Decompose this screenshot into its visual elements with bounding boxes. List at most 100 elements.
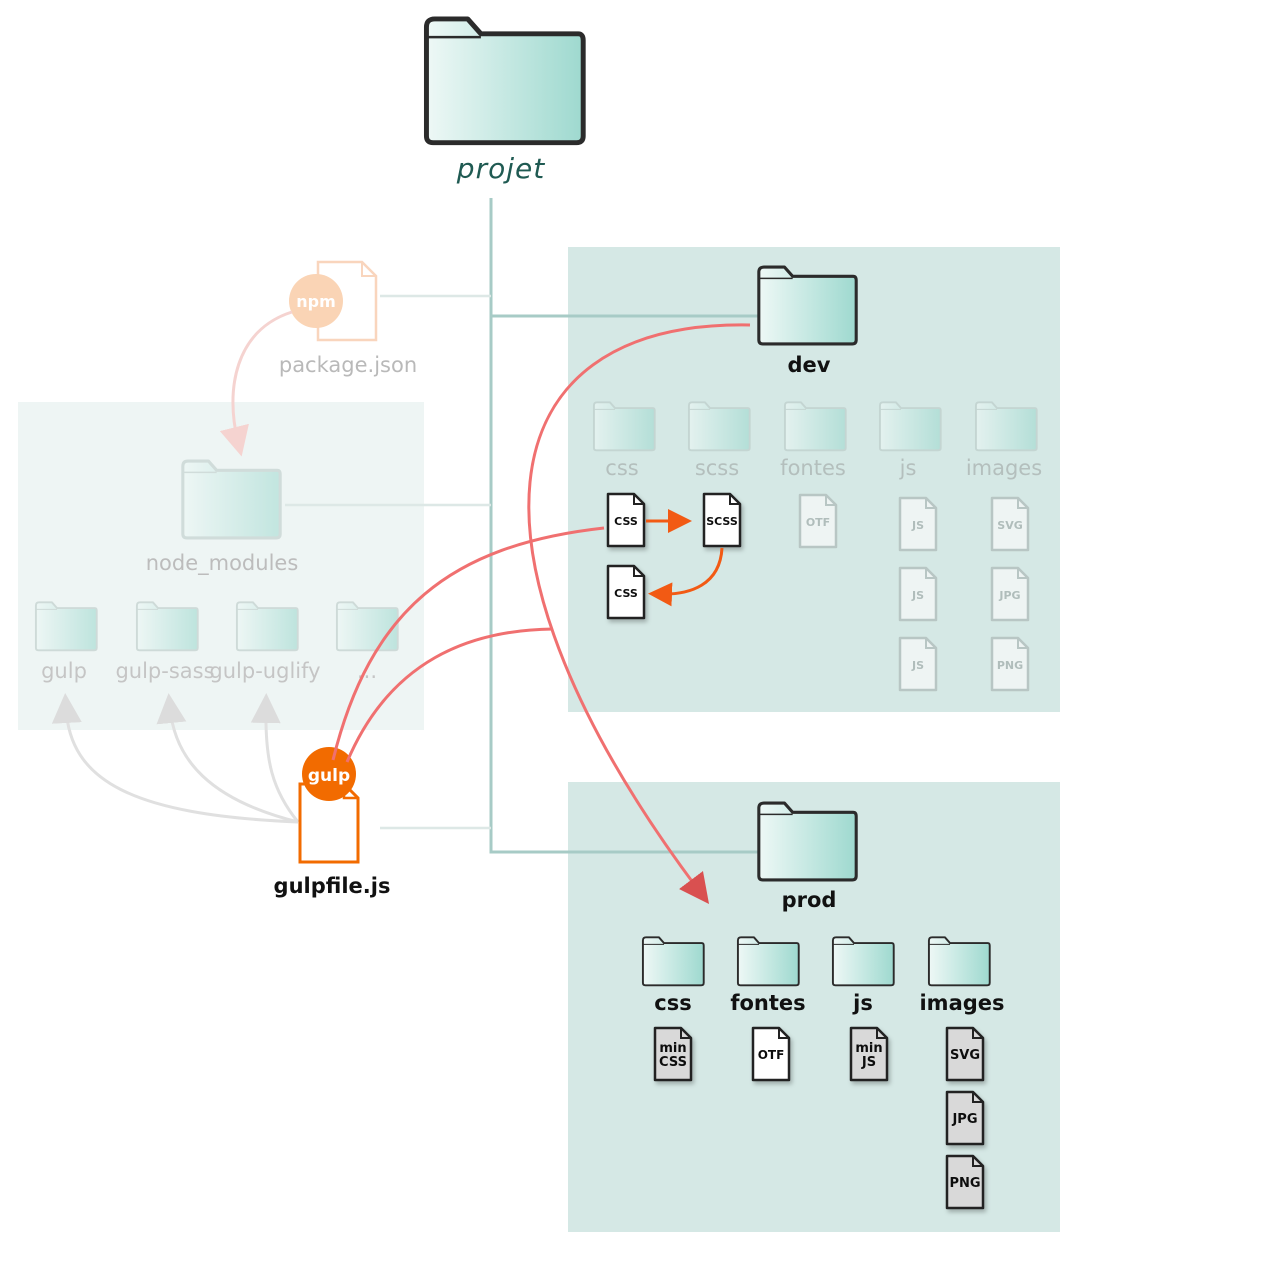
folder-icon [783, 401, 847, 452]
folder-icon [757, 801, 858, 882]
npm-badge-icon [289, 274, 343, 328]
gulp-badge-text: gulp [308, 766, 350, 786]
file-type-label: JS [911, 659, 924, 672]
node-module-label: gulp [41, 659, 87, 683]
folder-icon [974, 401, 1038, 452]
dev-image-file[interactable]: JPG [990, 566, 1030, 622]
file-type-label: CSS [614, 515, 638, 528]
node-module-folder-1[interactable] [135, 601, 199, 652]
scss-compile-arrows [646, 509, 724, 607]
npm-install-arrow [219, 310, 293, 457]
file-type-label: OTF [758, 1048, 785, 1062]
folder-icon [135, 601, 199, 652]
dev-to-prod-arrow [527, 323, 751, 904]
node-modules-folder[interactable] [181, 459, 282, 540]
file-type-label: SVG [950, 1048, 980, 1063]
root-label: projet [456, 152, 545, 185]
file-type-label: PNG [997, 659, 1023, 672]
npm-badge-text: npm [296, 292, 336, 311]
dev-subfolder-label: js [899, 456, 917, 480]
prod-folder[interactable] [757, 801, 858, 882]
dev-label: dev [788, 353, 831, 377]
dev-subfolder-label: images [966, 456, 1042, 480]
file-type-label: JPG [951, 1112, 977, 1127]
prod-subfolder-label: css [654, 991, 691, 1015]
prod-subfolder-fontes[interactable] [736, 936, 800, 987]
prod-label: prod [782, 888, 837, 912]
prod-subfolder-label: js [852, 991, 873, 1015]
dev-css-file[interactable]: CSS [606, 492, 646, 548]
file-type-label: CSS [614, 587, 638, 600]
gulpfile-to-dev-js-arrow [345, 627, 554, 763]
folder-icon [235, 601, 299, 652]
folder-icon [831, 936, 895, 987]
prod-subfolder-images[interactable] [927, 936, 991, 987]
node-module-label: gulp-uglify [209, 659, 320, 683]
gulp-badge-icon [302, 747, 356, 801]
dev-scss-file[interactable]: SCSS [702, 492, 742, 548]
require-arrows [51, 693, 300, 824]
file-type-label: JS [911, 589, 924, 602]
package-json-file[interactable]: npm [289, 260, 378, 342]
file-type-label: OTF [806, 516, 830, 529]
prod-image-file[interactable]: SVG [945, 1026, 985, 1082]
dev-css-output-file[interactable]: CSS [606, 564, 646, 620]
dev-js-file[interactable]: JS [898, 496, 938, 552]
node-module-folder-0[interactable] [34, 601, 98, 652]
prod-subfolders: css fontes js images [641, 936, 1005, 1015]
prod-image-file[interactable]: JPG [945, 1090, 985, 1146]
folder-icon [641, 936, 705, 987]
dev-js-file[interactable]: JS [898, 566, 938, 622]
folder-icon [181, 459, 282, 540]
gulpfile-label: gulpfile.js [274, 874, 391, 898]
dev-subfolder-css[interactable] [592, 401, 656, 452]
dev-subfolder-label: fontes [780, 456, 846, 480]
dev-image-file[interactable]: PNG [990, 636, 1030, 692]
folder-icon [426, 19, 583, 143]
folder-icon [736, 936, 800, 987]
node-modules-panel [18, 402, 424, 730]
gulpfile-to-dev-css-arrow [331, 526, 605, 761]
dev-subfolder-scss[interactable] [687, 401, 751, 452]
file-type-label: PNG [949, 1176, 980, 1191]
folder-icon [34, 601, 98, 652]
file-type-label: CSS [659, 1055, 687, 1070]
dev-files: CSS SCSS CSS OTF JS JS JS SVG JPG PNG [606, 492, 1030, 692]
root-folder[interactable]: projet [426, 19, 583, 185]
node-modules-label: node_modules [146, 551, 299, 576]
file-type-label: min [659, 1041, 686, 1056]
dev-image-file[interactable]: SVG [990, 496, 1030, 552]
node-module-folder-2[interactable] [235, 601, 299, 652]
package-json-label: package.json [279, 353, 417, 377]
prod-subfolder-label: images [919, 991, 1004, 1015]
dev-subfolder-images[interactable] [974, 401, 1038, 452]
prod-subfolder-js[interactable] [831, 936, 895, 987]
flow-arrows [331, 323, 751, 904]
node-module-folder-3[interactable] [335, 601, 399, 652]
folder-icon [335, 601, 399, 652]
file-type-label: SVG [997, 519, 1022, 532]
file-type-label: SCSS [706, 515, 738, 528]
folder-icon [687, 401, 751, 452]
dev-folder[interactable] [757, 265, 858, 346]
dev-subfolder-fontes[interactable] [783, 401, 847, 452]
folder-icon [757, 265, 858, 346]
dev-subfolder-js[interactable] [878, 401, 942, 452]
prod-subfolder-label: fontes [730, 991, 805, 1015]
node-module-label: gulp-sass [115, 659, 214, 683]
file-type-label: JPG [998, 589, 1020, 602]
prod-subfolder-css[interactable] [641, 936, 705, 987]
dev-js-file[interactable]: JS [898, 636, 938, 692]
folder-icon [878, 401, 942, 452]
prod-otf-file[interactable]: OTF [751, 1026, 791, 1082]
dev-fontes-file[interactable]: OTF [798, 493, 838, 549]
prod-image-file[interactable]: PNG [945, 1154, 985, 1210]
gulpfile-file[interactable]: gulp [298, 747, 360, 864]
file-type-label: min [855, 1041, 882, 1056]
